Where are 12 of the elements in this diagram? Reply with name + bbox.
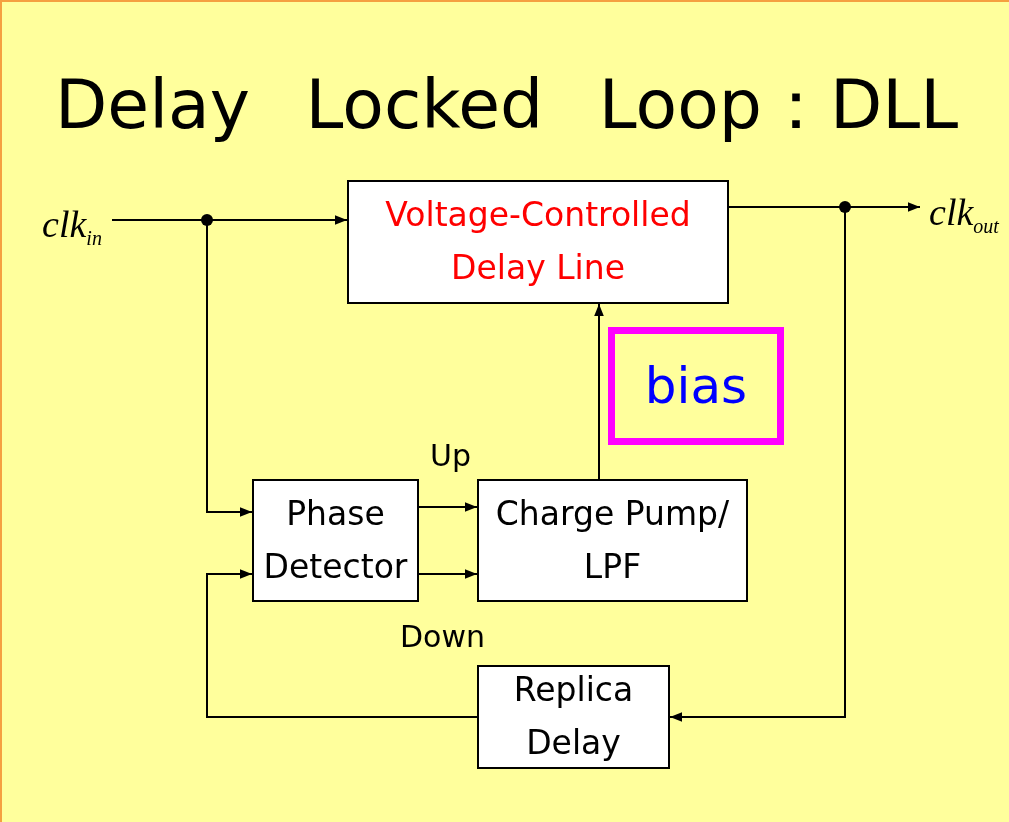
title: Delay Locked Loop：DLL: [53, 64, 960, 146]
arrow: [594, 303, 604, 480]
process-box: Phase Detector: [252, 479, 419, 602]
arrow: [418, 502, 478, 512]
signal-label: clk$_{in}$: [32, 197, 112, 252]
arrow: [206, 569, 478, 718]
process-box: Replica Delay: [477, 665, 670, 769]
signal-label: clk$_{out}$: [920, 185, 1008, 240]
signal-box: bias: [608, 327, 784, 445]
process-box: Charge Pump/ LPF: [477, 479, 748, 602]
arrow: [418, 569, 478, 579]
process-box: Voltage-Controlled Delay Line: [347, 180, 729, 304]
